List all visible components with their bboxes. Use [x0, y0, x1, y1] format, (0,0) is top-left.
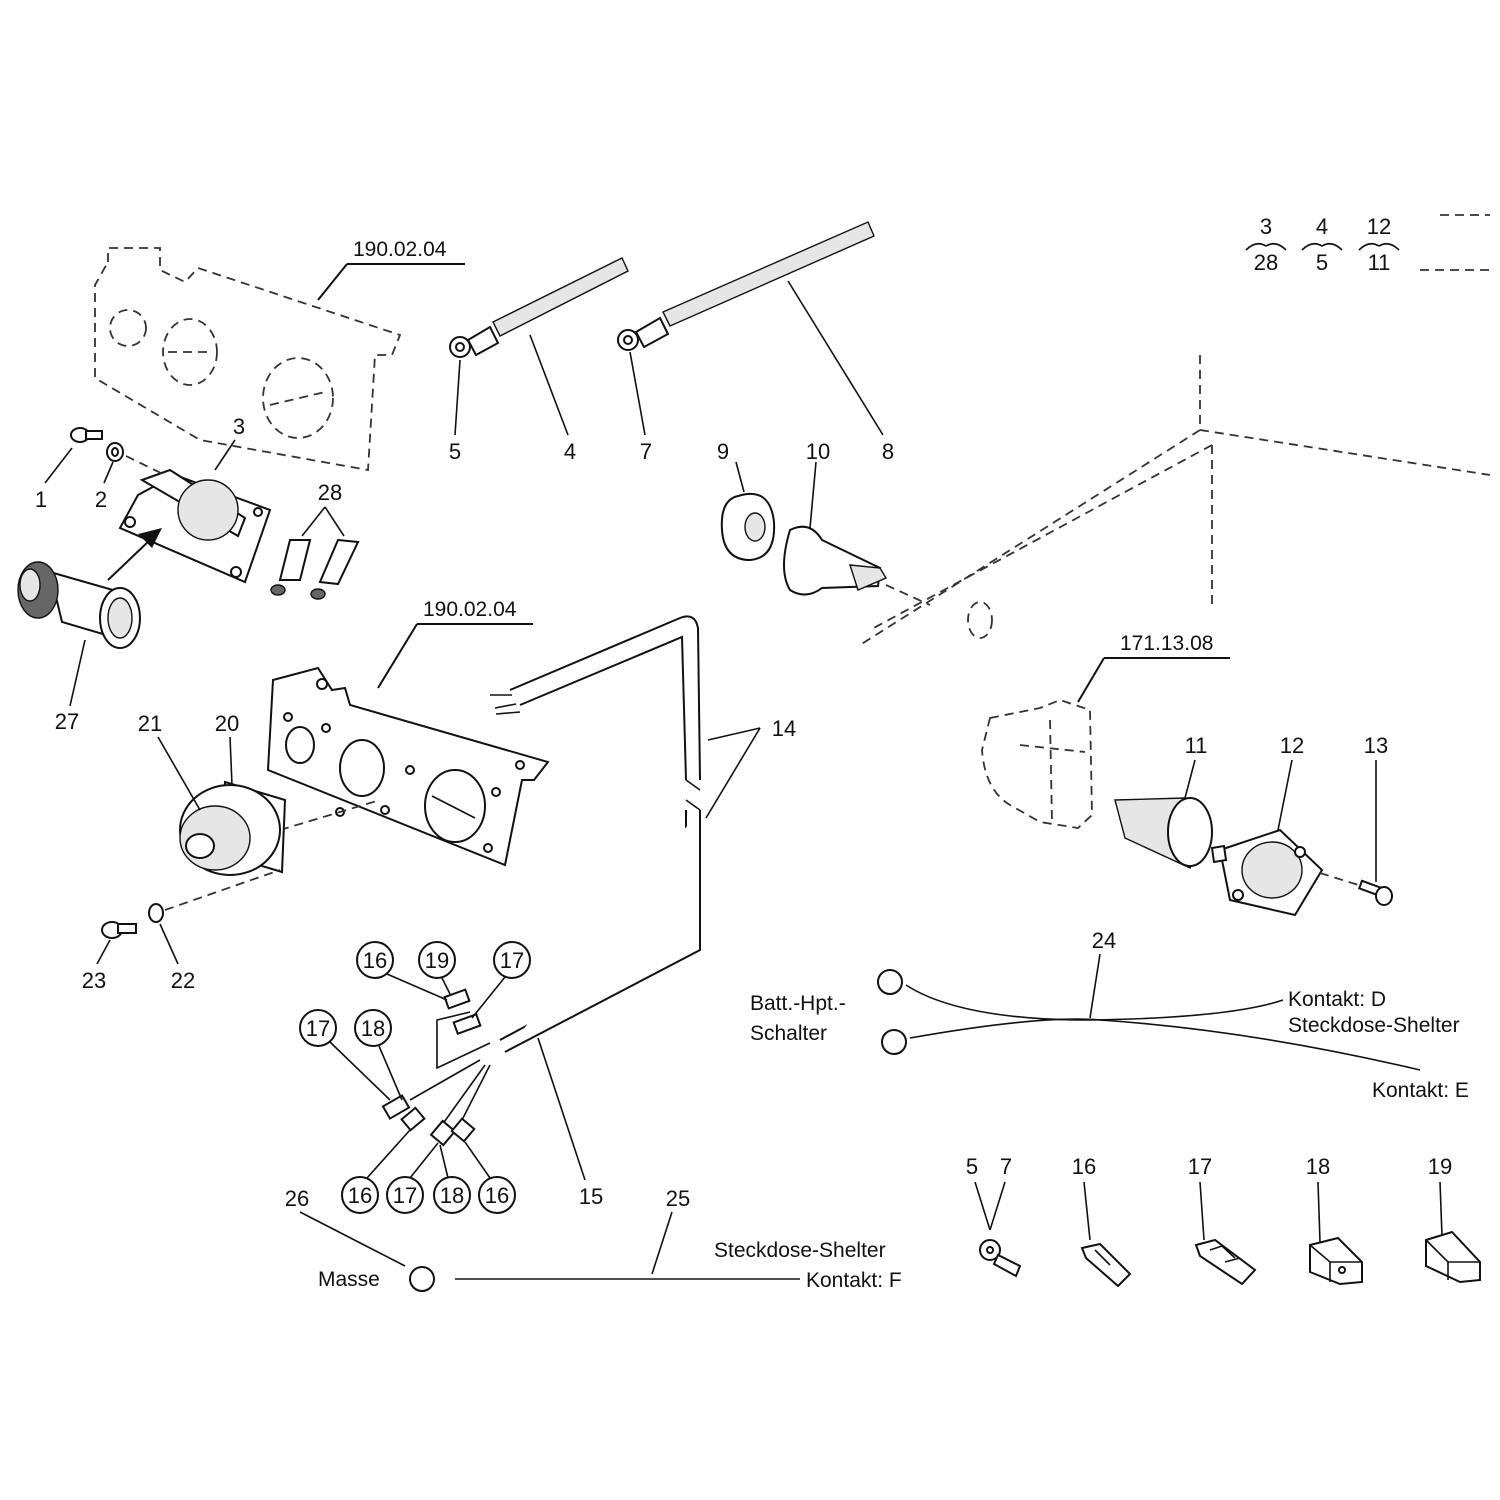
kontakt-f-label: Kontakt: F [806, 1269, 902, 1292]
callout-3: 3 [233, 414, 245, 439]
fraction-2-top: 4 [1316, 214, 1328, 239]
circled-18-bottom: 18 [440, 1183, 464, 1208]
terminal-legend: 5 7 16 17 18 19 [966, 1154, 1481, 1288]
fraction-1-bottom: 28 [1254, 250, 1278, 275]
callout-9: 9 [717, 439, 729, 464]
washer-part-2 [106, 442, 124, 462]
callout-28: 28 [318, 480, 342, 505]
switch-bracket-part-3 [118, 468, 272, 584]
circled-17-top: 17 [500, 948, 524, 973]
ground-cable-short [449, 257, 629, 358]
callout-7: 7 [640, 439, 652, 464]
circled-16-top: 16 [363, 948, 387, 973]
insulation-sleeve-19-icon [1425, 1230, 1481, 1284]
legend-16: 16 [1072, 1154, 1096, 1179]
circled-17-bottom: 17 [393, 1183, 417, 1208]
masse-label: Masse [318, 1268, 380, 1291]
instrument-panel-plate [266, 666, 550, 867]
batt-switch-label-line2: Schalter [750, 1022, 827, 1045]
ground-cable-long [617, 221, 875, 351]
socket-reference-label: 171.13.08 [1120, 632, 1213, 655]
screw-part-23 [101, 921, 137, 939]
nut-ring-part-9 [720, 492, 776, 562]
wiring-diagram-24 [877, 969, 1421, 1071]
rotary-switch-part-27 [17, 561, 141, 649]
circled-19: 19 [425, 948, 449, 973]
cable-harness-part-14 [490, 615, 701, 1053]
callout-26: 26 [285, 1186, 309, 1211]
callout-27: 27 [55, 709, 79, 734]
screw-part-1 [70, 427, 103, 443]
ring-terminal-icon [979, 1239, 1022, 1278]
socket-housing-outline [981, 699, 1093, 829]
legend-19: 19 [1428, 1154, 1452, 1179]
terminal-group-upper [443, 988, 482, 1036]
legend-17: 17 [1188, 1154, 1212, 1179]
wiring-diagram-25 [409, 1266, 800, 1292]
circled-17-left: 17 [306, 1016, 330, 1041]
callout-25: 25 [666, 1186, 690, 1211]
callout-23: 23 [82, 968, 106, 993]
fraction-3-bottom: 11 [1368, 250, 1391, 275]
flat-connector-17-icon [1194, 1238, 1257, 1286]
arrow-icon [138, 528, 162, 548]
panel-reference-label: 190.02.04 [423, 598, 517, 621]
callout-10: 10 [806, 439, 830, 464]
gauge-part-21 [179, 784, 281, 876]
callout-15: 15 [579, 1184, 603, 1209]
legend-5: 5 [966, 1154, 978, 1179]
legend-7: 7 [1000, 1154, 1012, 1179]
circled-18-left: 18 [361, 1016, 385, 1041]
circled-16-bottom-right: 16 [485, 1183, 509, 1208]
callout-4: 4 [564, 439, 576, 464]
screw-part-13 [1357, 879, 1393, 906]
fuse-parts-28 [270, 538, 360, 600]
kontakt-d-label: Kontakt: D [1288, 988, 1386, 1011]
callout-14: 14 [772, 716, 796, 741]
circled-callouts: 16 19 17 17 18 16 17 18 16 [299, 941, 531, 1214]
steckdose-shelter-label-2: Steckdose-Shelter [714, 1239, 886, 1262]
callout-22: 22 [171, 968, 195, 993]
fraction-2-bottom: 5 [1316, 250, 1328, 275]
socket-part-12 [1210, 828, 1324, 917]
socket-part-10 [783, 525, 888, 596]
shelter-wall-outline [859, 214, 1491, 646]
callout-12: 12 [1280, 733, 1304, 758]
callout-5: 5 [449, 439, 461, 464]
callout-20: 20 [215, 711, 239, 736]
legend-18: 18 [1306, 1154, 1330, 1179]
steckdose-shelter-label-1: Steckdose-Shelter [1288, 1014, 1460, 1037]
callout-1: 1 [35, 487, 47, 512]
insulation-sleeve-18-icon [1309, 1236, 1363, 1286]
callout-8: 8 [882, 439, 894, 464]
dashboard-housing-outline [94, 247, 402, 472]
kontakt-e-label: Kontakt: E [1372, 1079, 1469, 1102]
terminal-group-lower [381, 1094, 476, 1147]
quantity-fractions: 3 28 4 5 12 11 [1245, 214, 1400, 275]
flat-connector-16-icon [1080, 1242, 1132, 1288]
plug-part-11 [1114, 797, 1213, 869]
callout-24: 24 [1092, 928, 1116, 953]
fraction-1-top: 3 [1260, 214, 1272, 239]
callout-21: 21 [138, 711, 162, 736]
callout-11: 11 [1185, 733, 1208, 758]
washer-part-22 [148, 903, 164, 923]
fraction-3-top: 12 [1367, 214, 1391, 239]
callout-13: 13 [1364, 733, 1388, 758]
batt-switch-label-line1: Batt.-Hpt.- [750, 992, 846, 1015]
circled-16-bottom-left: 16 [348, 1183, 372, 1208]
callout-2: 2 [95, 487, 107, 512]
housing-reference-label: 190.02.04 [353, 238, 447, 261]
